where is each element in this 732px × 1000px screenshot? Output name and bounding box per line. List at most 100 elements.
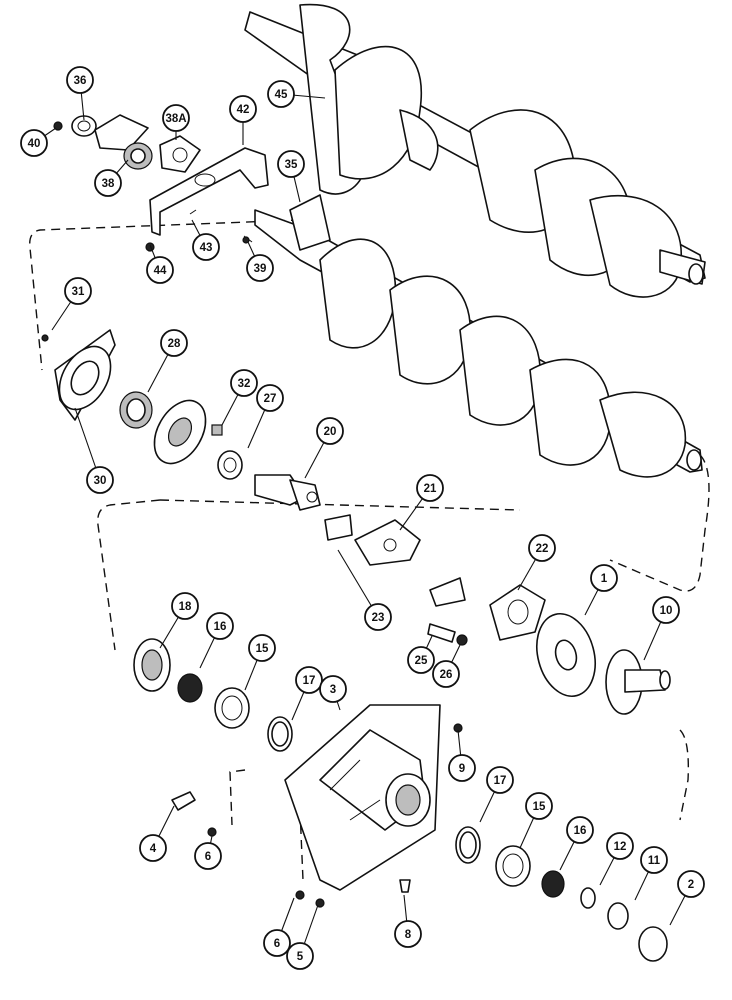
callout-28: 28 — [147, 329, 188, 393]
callout-label: 45 — [275, 89, 288, 101]
callout-label: 16 — [574, 825, 587, 837]
callout-circle — [394, 920, 422, 948]
callout-circle — [230, 369, 258, 397]
callout-4: 4 — [139, 805, 175, 862]
callout-label: 44 — [154, 265, 167, 277]
callout-10: 10 — [643, 596, 680, 661]
callout-circle — [316, 417, 344, 445]
callout-label: 17 — [303, 675, 316, 687]
callout-label: 6 — [274, 938, 280, 950]
callout-circle — [640, 846, 668, 874]
callout-18: 18 — [159, 592, 199, 649]
callout-16: 16 — [199, 612, 234, 669]
callout-circle — [64, 277, 92, 305]
callout-label: 6 — [205, 851, 211, 863]
callout-circle — [448, 754, 476, 782]
callout-label: 8 — [405, 929, 412, 941]
callout-45: 45 — [267, 80, 326, 108]
bearing-housing — [284, 704, 463, 891]
upper-auger — [244, 3, 706, 298]
callout-15: 15 — [244, 634, 276, 691]
callout-circle — [66, 66, 94, 94]
sprocket — [536, 612, 596, 698]
callout-16: 16 — [559, 816, 594, 871]
callout-circle — [20, 129, 48, 157]
callout-circle — [171, 592, 199, 620]
callout-30: 30 — [74, 407, 114, 494]
callout-38A: 38A — [162, 104, 190, 140]
callout-label: 11 — [648, 855, 661, 867]
assembly-boundaries — [29, 219, 710, 881]
callout-25: 25 — [407, 635, 435, 674]
callout-label: 21 — [424, 483, 437, 495]
callout-label: 2 — [688, 879, 694, 891]
callout-label: 22 — [536, 543, 549, 555]
callout-8: 8 — [394, 894, 422, 948]
callout-26: 26 — [432, 644, 461, 688]
callout-38: 38 — [94, 159, 129, 197]
callout-label: 25 — [415, 655, 428, 667]
callout-label: 9 — [459, 763, 465, 775]
callout-label: 12 — [614, 841, 627, 853]
callout-6: 6 — [194, 835, 222, 870]
callout-39: 39 — [246, 241, 274, 282]
callout-label: 15 — [533, 801, 546, 813]
callout-label: 10 — [660, 605, 673, 617]
callout-circle — [248, 634, 276, 662]
upper-bearing-hardware — [53, 114, 201, 173]
callout-12: 12 — [599, 832, 634, 886]
callout-circle — [86, 466, 114, 494]
callout-label: 18 — [179, 601, 192, 613]
callout-circle — [677, 870, 705, 898]
callout-circle — [319, 675, 347, 703]
callout-circle — [432, 660, 460, 688]
callout-label: 20 — [324, 426, 337, 438]
hub — [605, 649, 671, 715]
callout-31: 31 — [51, 277, 92, 331]
left-lower-bearing-stack — [133, 638, 293, 752]
callout-17: 17 — [479, 766, 514, 823]
left-bearing-stack — [41, 329, 243, 480]
drive-joint-stack — [254, 474, 546, 646]
callout-label: 1 — [601, 573, 608, 585]
callout-circle — [277, 150, 305, 178]
callout-circle — [263, 929, 291, 957]
callout-circle — [162, 104, 190, 132]
callout-1: 1 — [584, 564, 618, 616]
callout-circle — [566, 816, 594, 844]
callout-label: 27 — [264, 393, 277, 405]
callout-circle — [525, 792, 553, 820]
callout-label: 3 — [330, 684, 336, 696]
callout-label: 43 — [200, 242, 213, 254]
callout-3: 3 — [319, 675, 347, 711]
callout-circle — [160, 329, 188, 357]
callout-circle — [206, 612, 234, 640]
callout-circle — [194, 842, 222, 870]
callout-label: 35 — [285, 159, 298, 171]
callout-20: 20 — [304, 417, 344, 479]
callout-36: 36 — [66, 66, 94, 121]
callout-11: 11 — [634, 846, 668, 901]
right-lower-bearing-stack — [455, 826, 668, 962]
callout-2: 2 — [669, 870, 705, 926]
callout-circle — [606, 832, 634, 860]
callout-label: 26 — [440, 669, 453, 681]
callout-label: 5 — [297, 951, 304, 963]
callout-circle — [364, 603, 392, 631]
callout-label: 42 — [237, 104, 250, 116]
callout-label: 28 — [168, 338, 181, 350]
callout-circle — [229, 95, 257, 123]
callout-circle — [407, 646, 435, 674]
callout-circle — [146, 256, 174, 284]
callout-17: 17 — [291, 666, 323, 721]
callout-32: 32 — [221, 369, 258, 426]
bracket — [145, 147, 269, 252]
callout-circle — [286, 942, 314, 970]
callout-23: 23 — [337, 549, 392, 631]
callout-circle — [295, 666, 323, 694]
callout-circle — [246, 254, 274, 282]
callout-label: 4 — [150, 843, 157, 855]
callout-21: 21 — [399, 474, 444, 531]
callout-label: 17 — [494, 775, 507, 787]
